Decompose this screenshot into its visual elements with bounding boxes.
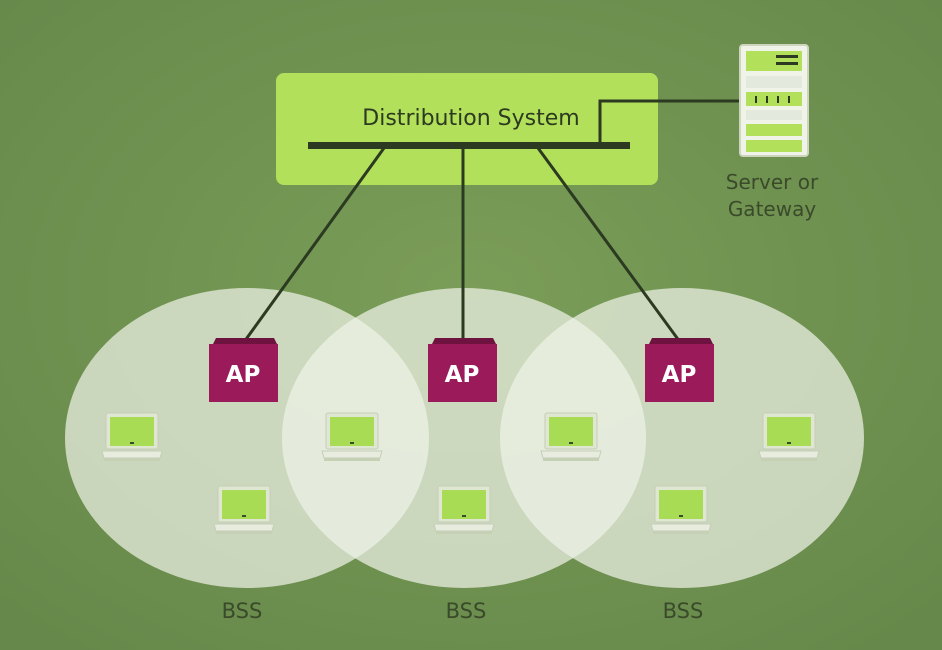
ap-label: AP: [662, 362, 697, 388]
wire-ap-right: [536, 147, 682, 343]
distribution-system: Distribution System: [276, 73, 658, 185]
distribution-bus: [308, 142, 630, 149]
laptop-icon: [540, 412, 602, 462]
laptop-icon: [321, 412, 383, 462]
bss-cells: [65, 288, 864, 588]
ap-label: AP: [226, 362, 261, 388]
laptop-icon: [101, 412, 163, 462]
access-point-middle: AP: [428, 338, 497, 402]
laptop-icon: [433, 485, 495, 535]
wire-ap-left: [242, 147, 386, 343]
distribution-system-label: Distribution System: [362, 106, 579, 131]
wire-server: [598, 99, 742, 142]
bss-label-right: BSS: [663, 599, 704, 623]
laptop-icon: [650, 485, 712, 535]
access-point-right: AP: [645, 338, 714, 402]
bss-label-left: BSS: [222, 599, 263, 623]
distribution-system-box: [276, 73, 658, 185]
wires: [242, 99, 742, 343]
server-rack-icon: [739, 44, 809, 157]
access-point-left: AP: [209, 338, 278, 402]
bss-cell-right: [500, 288, 864, 588]
laptop-icon: [758, 412, 820, 462]
bss-label-middle: BSS: [446, 599, 487, 623]
server-label-line1: Server or: [726, 170, 819, 194]
server-label-line2: Gateway: [728, 197, 817, 221]
laptop-icon: [213, 485, 275, 535]
ap-label: AP: [445, 362, 480, 388]
